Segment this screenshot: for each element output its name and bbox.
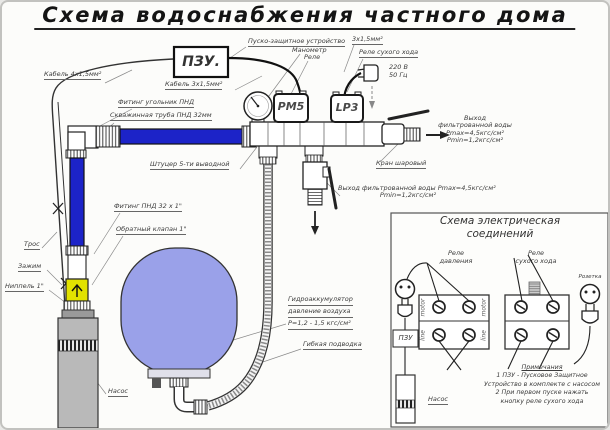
wires [404,254,591,375]
label-clamp: Зажим [18,262,42,273]
label-outlet-bottom: Выход фильтрованной воды Pmax=4,5кгс/см²… [338,184,496,200]
reset-button-icon [528,281,541,297]
notes-block: Примечания 1 ПЗУ - Пусковое Защитное Уст… [484,364,600,405]
label-pump: Насос [108,387,128,398]
electrical-box [390,212,608,428]
label-check-valve: Обратный клапан 1" [116,225,187,236]
plug-icon [581,304,599,324]
label-accumulator: Гидроаккумулятор давление воздуха P=1,2 … [288,294,353,330]
check-valve [65,278,89,302]
page-title: Схема водоснабжения частного дома [34,3,576,30]
label-nipple: Ниппель 1" [5,282,44,293]
lp3-relay [330,91,364,123]
electrical-title: Схема электрическая соединений [439,215,561,240]
air-valve-icon [152,378,161,388]
flexible-hose [206,164,273,411]
socket-icon [394,278,416,300]
label-ball-valve: Кран шаровый [376,159,427,170]
label-pump-elec: Насос [428,395,448,406]
pm5-device-label: РМ5 [277,100,305,113]
flow-arrow-down-icon [369,86,375,109]
flow-arrow-down-icon [311,211,319,235]
flow-arrow-right-icon [426,131,450,139]
label-relay: Реле [304,53,321,61]
label-wire3: 3х1,5мм² [352,35,383,46]
label-stutzer: Штуцер 5-ти выводной [150,160,230,171]
lp3-device-label: LP3 [335,101,359,114]
label-pressure-relay: Реле давления [439,249,473,265]
terminal-label-line: line [480,330,488,341]
socket-icon [579,283,601,305]
pm5-relay [273,90,309,123]
label-borehole-pipe: Скважинная труба ПНД 32мм [110,111,212,122]
pzu-device-box [172,45,230,79]
pzu-device-label: ПЗУ. [182,54,220,70]
label-voltage: 220 В [389,63,408,71]
ball-valve [381,109,430,145]
label-dry-run-relay-elec: Реле сухого хода [515,249,557,265]
plug-icon [397,299,413,318]
pump-elec-symbol [395,374,416,424]
leader-lines [41,44,427,402]
label-tros: Трос [24,240,40,251]
pump [57,309,99,428]
label-outlet-right: Выход фильтрованной воды Pmax=4,5кгс/см²… [438,114,512,145]
dry-run-relay-block [504,294,570,350]
outlet-valve [302,161,338,210]
label-elbow-fitting: Фитинг угольник ПНД [118,98,195,109]
rope-clamp-icon [52,202,64,215]
terminal-label-line: line [419,330,427,341]
pressure-gauge [243,91,273,121]
borehole-pipe-horizontal [119,128,245,145]
pzu-elec-box [392,329,419,348]
label-socket: Розетка [578,274,602,280]
terminal-label-motor: motor [480,298,488,317]
pipe-nut [95,125,121,148]
label-pzu-elec: ПЗУ [398,334,413,342]
hydroaccumulator-tank [120,247,238,415]
elbow-fitting [65,125,99,159]
label-manometer: Манометр [292,46,327,54]
label-fitting-pnd: Фитинг ПНД 32 х 1" [114,202,182,213]
label-dry-run-relay: Реле сухого хода [359,48,419,59]
label-frequency: 50 Гц [389,71,408,79]
nipple-fitting [63,300,91,311]
label-flexible-hose: Гибкая подводка [303,340,362,351]
label-cable3: Кабель 3х1,5мм² [165,80,223,91]
label-pzu: Пуско-защитное устройство [248,37,346,48]
power-plug-icon [357,64,379,82]
label-cable4: Кабель 4х1,5мм² [44,70,102,81]
fitting-pnd [65,245,89,280]
borehole-pipe-vertical [69,157,85,247]
terminal-label-motor: motor [419,298,427,317]
pressure-relay-block [418,294,490,350]
manifold [249,117,385,165]
